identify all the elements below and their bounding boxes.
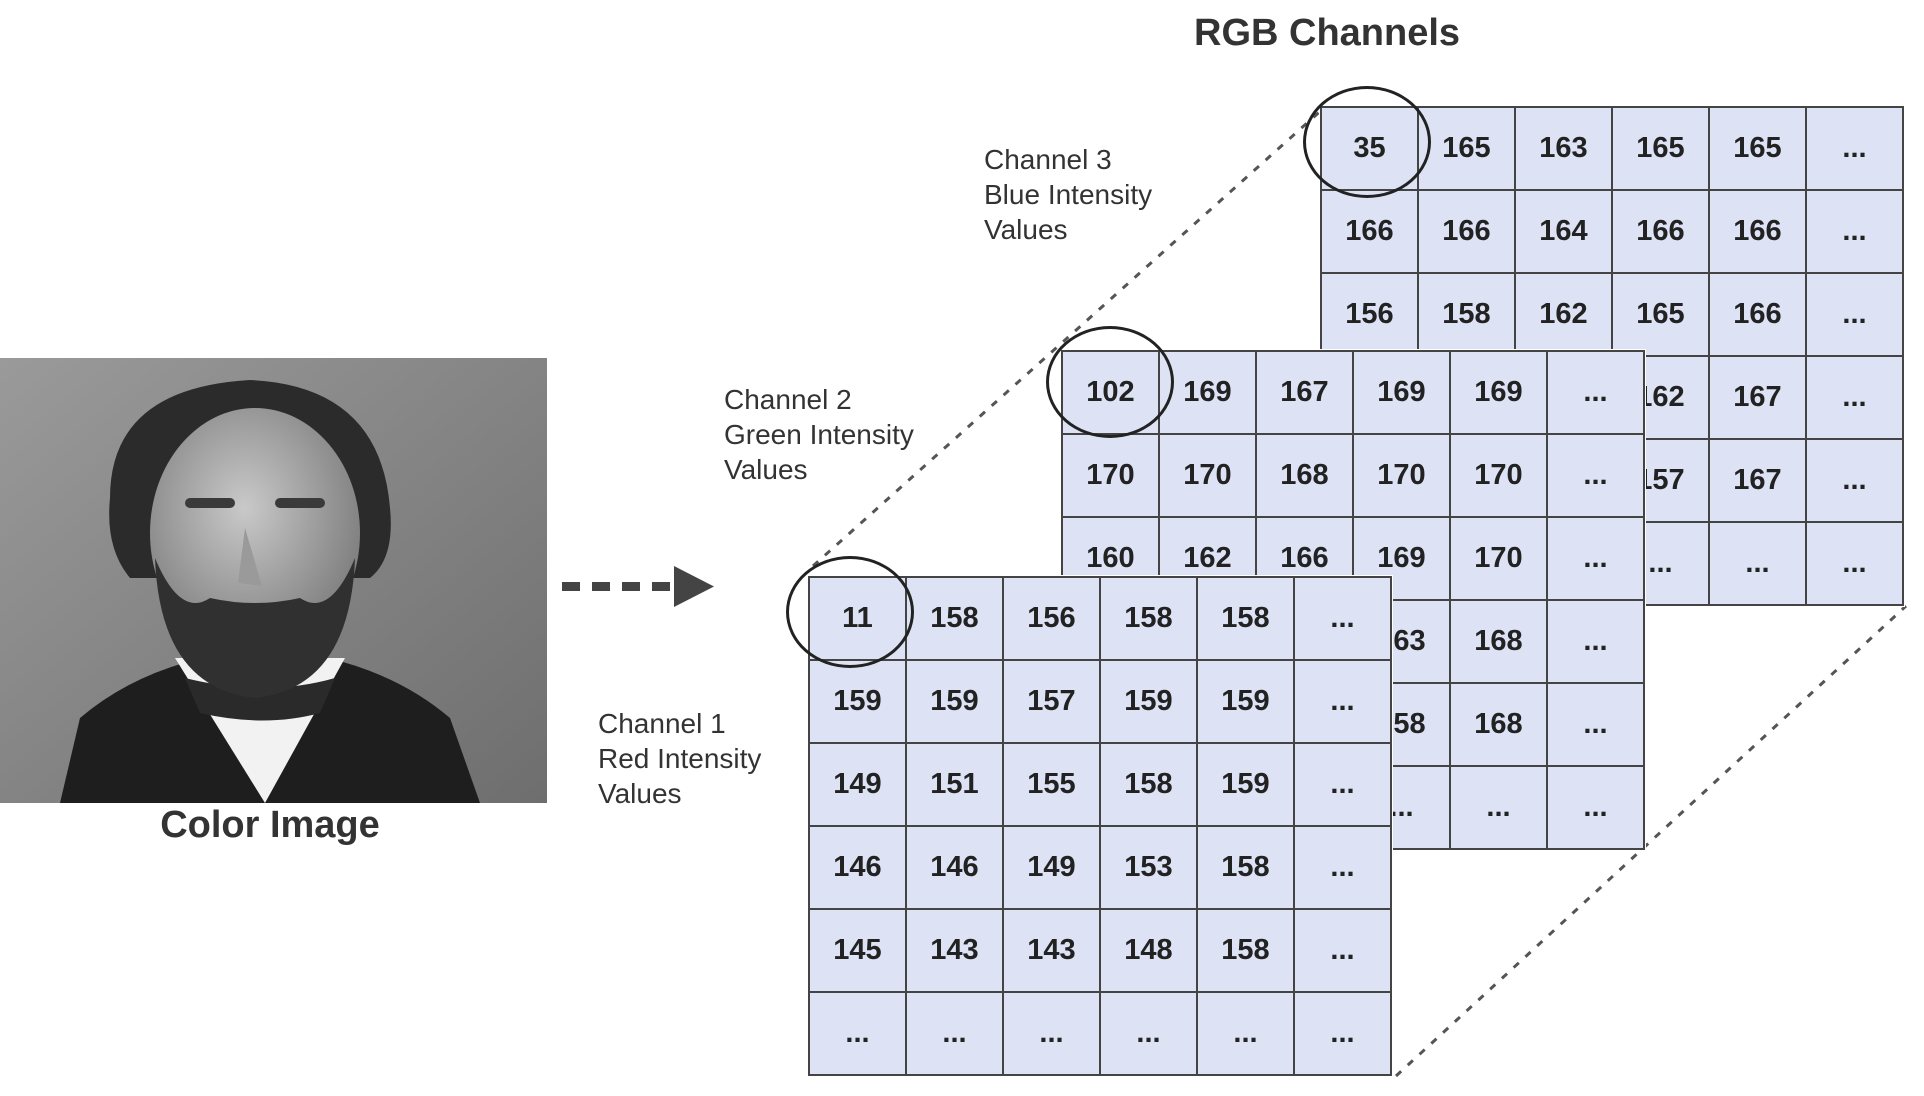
channel-2-label: Channel 2 Green Intensity Values xyxy=(724,382,914,487)
green-cell-r1-c5: ... xyxy=(1548,435,1645,518)
red-cell-r3-c3: 153 xyxy=(1101,827,1198,910)
channel-1-line-1: Channel 1 xyxy=(598,708,726,739)
channel-3-line-3: Values xyxy=(984,214,1068,245)
red-cell-r0-c4: 158 xyxy=(1198,578,1295,661)
red-cell-r0-c3: 158 xyxy=(1101,578,1198,661)
green-cell-r1-c3: 170 xyxy=(1354,435,1451,518)
green-cell-r0-c4: 169 xyxy=(1451,352,1548,435)
channel-2-line-2: Green Intensity xyxy=(724,419,914,450)
green-cell-r1-c4: 170 xyxy=(1451,435,1548,518)
blue-cell-r2-c0: 156 xyxy=(1322,274,1419,357)
blue-cell-r1-c2: 164 xyxy=(1516,191,1613,274)
red-cell-r0-c5: ... xyxy=(1295,578,1392,661)
blue-cell-r2-c5: ... xyxy=(1807,274,1904,357)
blue-cell-r2-c4: 166 xyxy=(1710,274,1807,357)
blue-cell-r0-c3: 165 xyxy=(1613,108,1710,191)
green-cell-r2-c4: 170 xyxy=(1451,518,1548,601)
red-cell-r4-c3: 148 xyxy=(1101,910,1198,993)
red-cell-r1-c0: 159 xyxy=(810,661,907,744)
red-cell-r1-c2: 157 xyxy=(1004,661,1101,744)
red-cell-r3-c4: 158 xyxy=(1198,827,1295,910)
red-cell-r4-c5: ... xyxy=(1295,910,1392,993)
red-cell-r5-c5: ... xyxy=(1295,993,1392,1076)
green-cell-r3-c4: 168 xyxy=(1451,601,1548,684)
red-first-value-highlight xyxy=(786,556,914,668)
red-cell-r1-c3: 159 xyxy=(1101,661,1198,744)
red-cell-r2-c1: 151 xyxy=(907,744,1004,827)
channel-2-line-3: Values xyxy=(724,454,808,485)
blue-cell-r0-c2: 163 xyxy=(1516,108,1613,191)
channel-3-label: Channel 3 Blue Intensity Values xyxy=(984,142,1152,247)
green-cell-r0-c1: 169 xyxy=(1160,352,1257,435)
red-cell-r3-c5: ... xyxy=(1295,827,1392,910)
blue-cell-r0-c5: ... xyxy=(1807,108,1904,191)
red-cell-r4-c1: 143 xyxy=(907,910,1004,993)
blue-cell-r0-c1: 165 xyxy=(1419,108,1516,191)
red-cell-r0-c1: 158 xyxy=(907,578,1004,661)
red-cell-r3-c0: 146 xyxy=(810,827,907,910)
red-cell-r1-c5: ... xyxy=(1295,661,1392,744)
red-cell-r3-c2: 149 xyxy=(1004,827,1101,910)
green-cell-r5-c4: ... xyxy=(1451,767,1548,850)
green-cell-r2-c5: ... xyxy=(1548,518,1645,601)
red-cell-r0-c2: 156 xyxy=(1004,578,1101,661)
blue-first-value-highlight xyxy=(1303,86,1431,198)
green-cell-r5-c5: ... xyxy=(1548,767,1645,850)
red-cell-r1-c1: 159 xyxy=(907,661,1004,744)
red-cell-r2-c0: 149 xyxy=(810,744,907,827)
green-cell-r4-c5: ... xyxy=(1548,684,1645,767)
green-cell-r4-c4: 168 xyxy=(1451,684,1548,767)
red-cell-r3-c1: 146 xyxy=(907,827,1004,910)
blue-cell-r1-c0: 166 xyxy=(1322,191,1419,274)
blue-cell-r5-c5: ... xyxy=(1807,523,1904,606)
blue-cell-r1-c1: 166 xyxy=(1419,191,1516,274)
blue-cell-r1-c4: 166 xyxy=(1710,191,1807,274)
blue-cell-r3-c4: 167 xyxy=(1710,357,1807,440)
channel-1-line-3: Values xyxy=(598,778,682,809)
green-cell-r0-c3: 169 xyxy=(1354,352,1451,435)
channel-3-line-1: Channel 3 xyxy=(984,144,1112,175)
channel-1-line-2: Red Intensity xyxy=(598,743,762,774)
red-cell-r2-c2: 155 xyxy=(1004,744,1101,827)
red-cell-r5-c4: ... xyxy=(1198,993,1295,1076)
blue-cell-r5-c4: ... xyxy=(1710,523,1807,606)
green-cell-r0-c5: ... xyxy=(1548,352,1645,435)
dashed-arrow-icon xyxy=(562,566,714,607)
red-cell-r2-c3: 158 xyxy=(1101,744,1198,827)
portrait-photo xyxy=(0,358,547,803)
green-cell-r3-c5: ... xyxy=(1548,601,1645,684)
blue-cell-r0-c4: 165 xyxy=(1710,108,1807,191)
red-cell-r5-c1: ... xyxy=(907,993,1004,1076)
green-first-value-highlight xyxy=(1046,326,1174,438)
red-cell-r4-c2: 143 xyxy=(1004,910,1101,993)
red-cell-r5-c0: ... xyxy=(810,993,907,1076)
green-cell-r1-c0: 170 xyxy=(1063,435,1160,518)
red-cell-r4-c0: 145 xyxy=(810,910,907,993)
red-cell-r2-c4: 159 xyxy=(1198,744,1295,827)
blue-cell-r1-c5: ... xyxy=(1807,191,1904,274)
red-cell-r5-c3: ... xyxy=(1101,993,1198,1076)
blue-cell-r1-c3: 166 xyxy=(1613,191,1710,274)
channel-1-label: Channel 1 Red Intensity Values xyxy=(598,706,761,811)
red-cell-r4-c4: 158 xyxy=(1198,910,1295,993)
green-cell-r1-c1: 170 xyxy=(1160,435,1257,518)
blue-cell-r4-c5: ... xyxy=(1807,440,1904,523)
red-cell-r5-c2: ... xyxy=(1004,993,1101,1076)
blue-cell-r2-c1: 158 xyxy=(1419,274,1516,357)
channel-2-line-1: Channel 2 xyxy=(724,384,852,415)
green-cell-r0-c2: 167 xyxy=(1257,352,1354,435)
blue-cell-r2-c2: 162 xyxy=(1516,274,1613,357)
image-caption: Color Image xyxy=(160,804,380,846)
diagram-title: RGB Channels xyxy=(1194,12,1461,54)
blue-cell-r2-c3: 165 xyxy=(1613,274,1710,357)
blue-cell-r3-c5: ... xyxy=(1807,357,1904,440)
green-cell-r1-c2: 168 xyxy=(1257,435,1354,518)
blue-cell-r4-c4: 167 xyxy=(1710,440,1807,523)
red-cell-r1-c4: 159 xyxy=(1198,661,1295,744)
red-cell-r2-c5: ... xyxy=(1295,744,1392,827)
channel-3-line-2: Blue Intensity xyxy=(984,179,1153,210)
